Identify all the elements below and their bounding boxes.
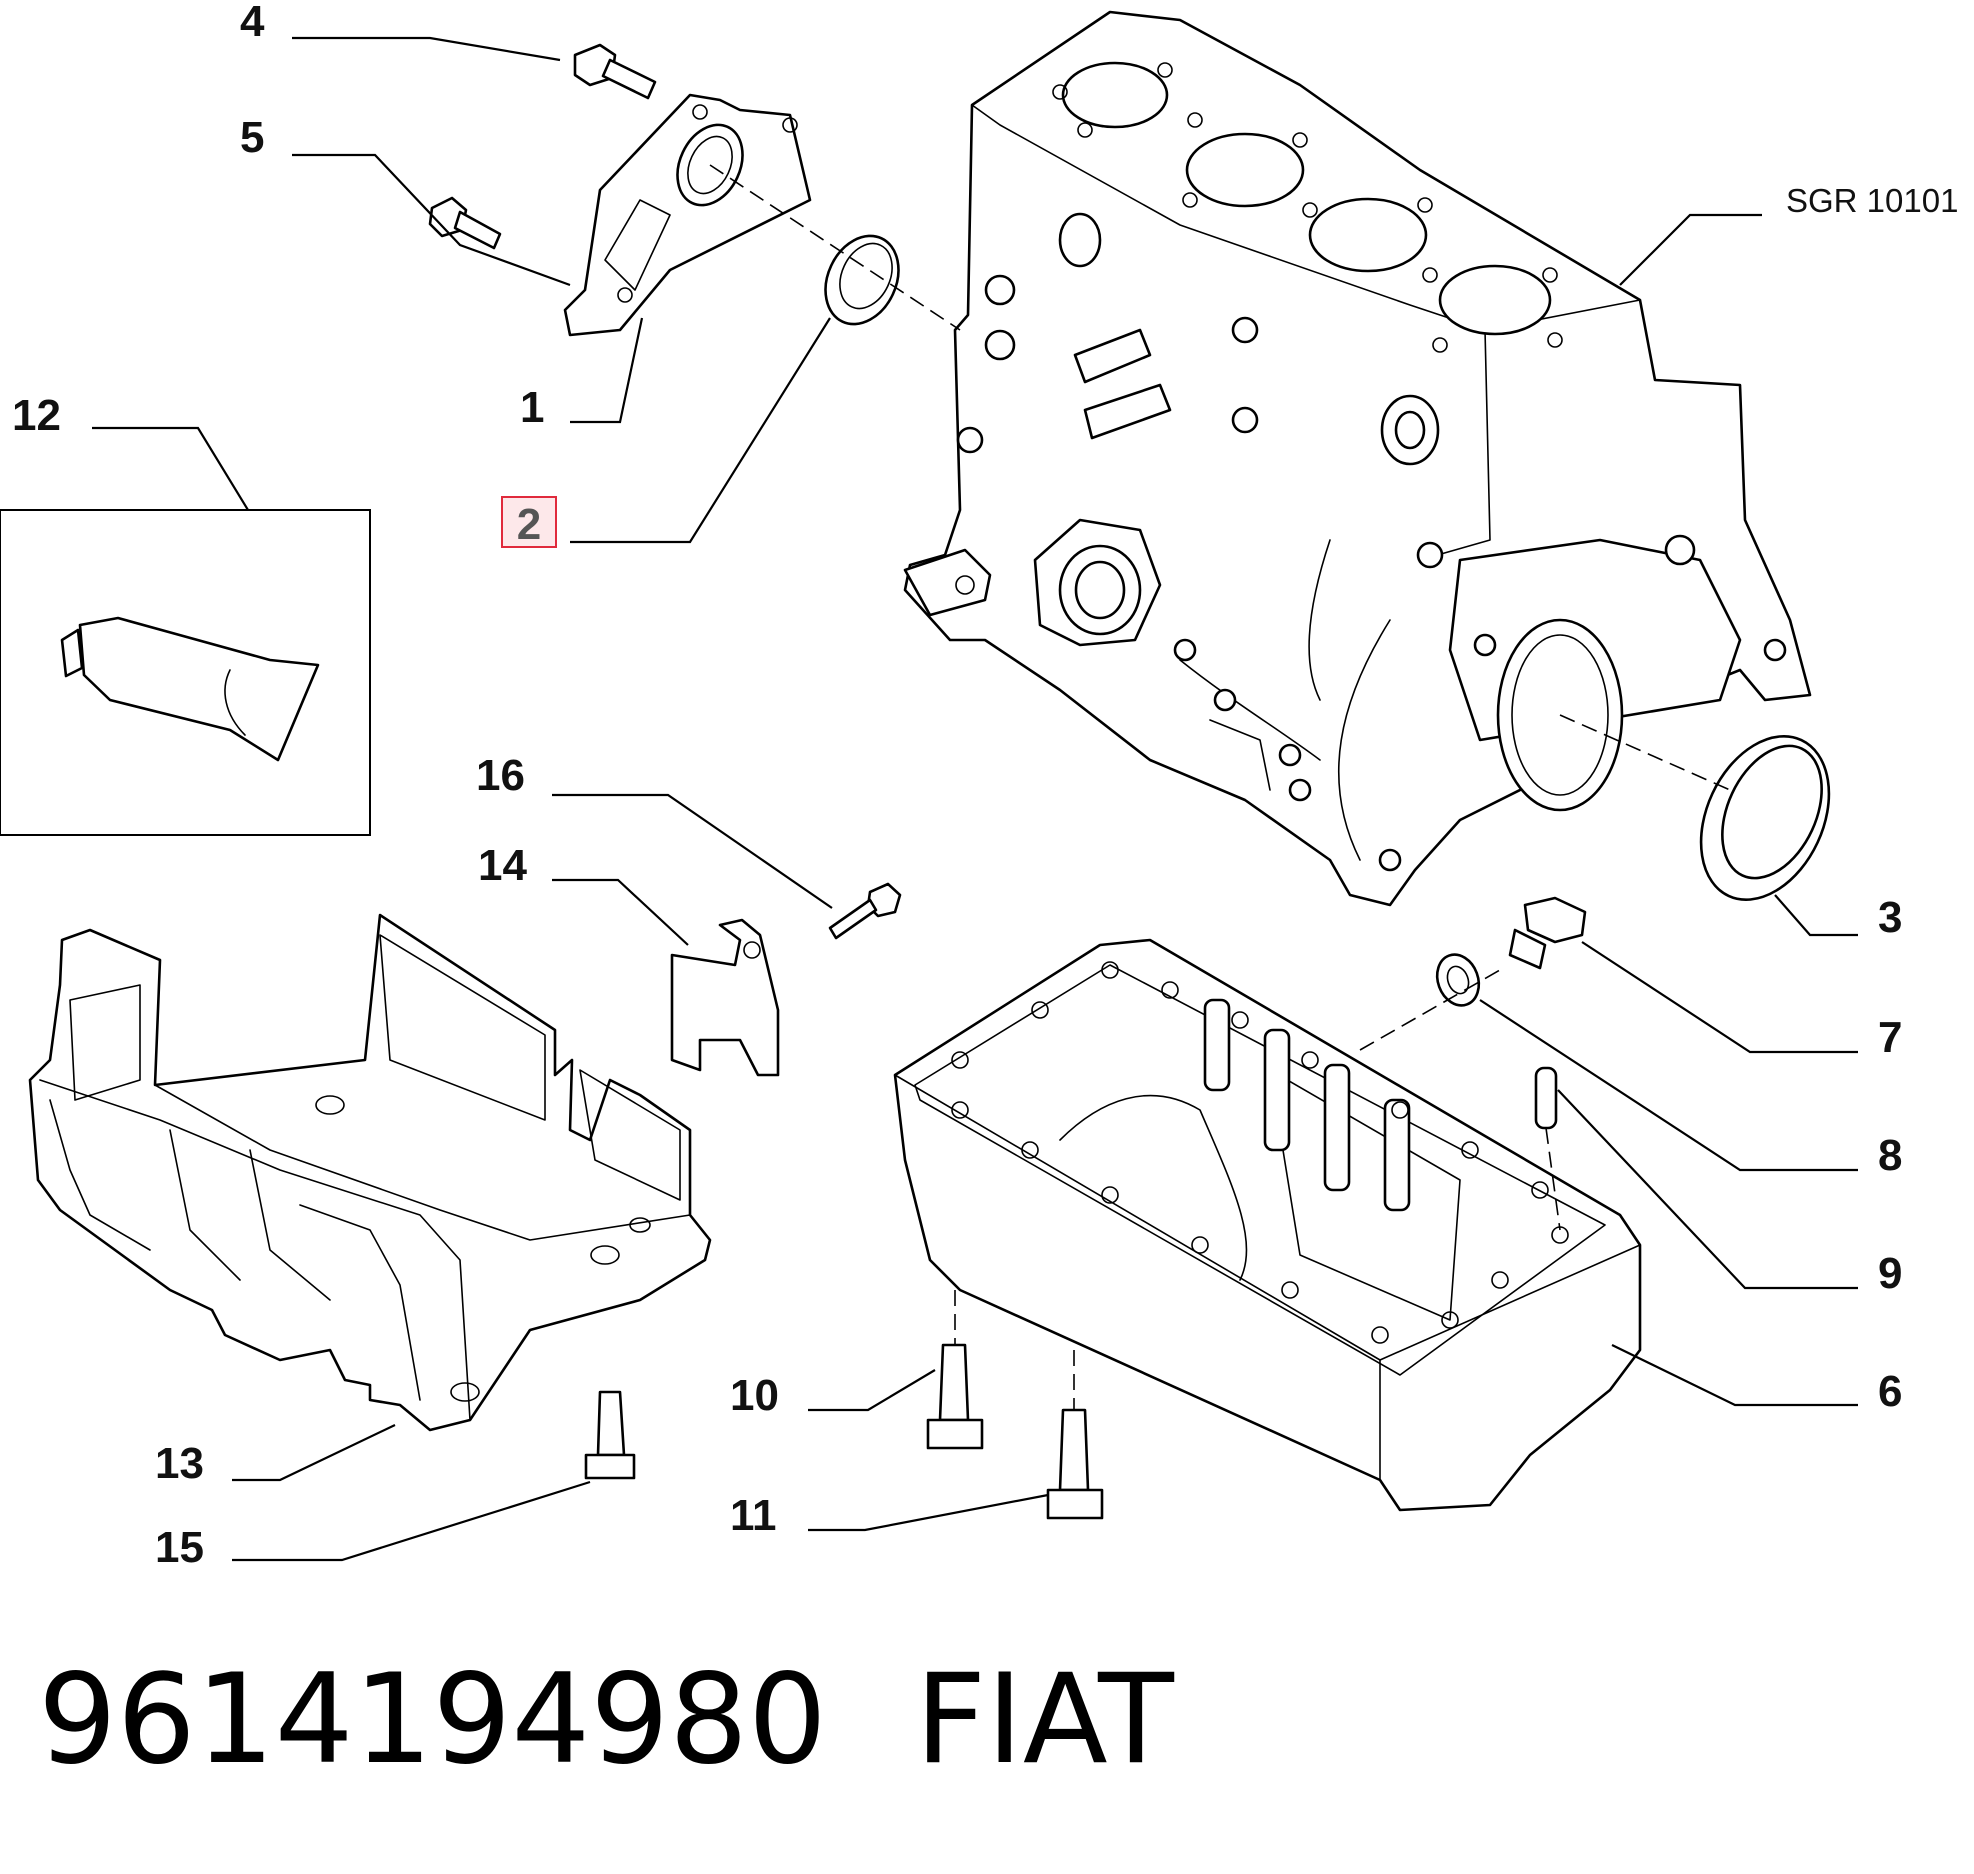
front-seal-ring-part-2 (824, 234, 900, 326)
bolt-part-11 (1046, 1408, 1104, 1520)
leader-15 (232, 1480, 591, 1562)
bolt-part-4 (573, 43, 657, 100)
sealant-tube-part-12 (0, 509, 371, 836)
deck-holes (1052, 62, 1563, 353)
undertray-part-13 (28, 913, 712, 1432)
leader-9 (1557, 1089, 1858, 1290)
leader-12 (92, 426, 249, 511)
callout-5: 5 (240, 113, 264, 162)
oil-pan-part-6 (893, 938, 1642, 1512)
brand-name: FIAT (915, 1648, 1175, 1792)
callout-2: 2 (517, 500, 541, 549)
leader-sgr (1619, 213, 1762, 286)
leader-3 (1774, 894, 1858, 937)
bolt-part-5 (428, 196, 502, 250)
callout-14: 14 (478, 841, 527, 890)
footer: 9614194980 FIAT (38, 1648, 1175, 1792)
callout-7: 7 (1878, 1013, 1902, 1062)
oil-pan-pillars (1203, 998, 1411, 1212)
bolt-part-10 (926, 1343, 984, 1450)
callout-13: 13 (155, 1439, 204, 1488)
leader-2 (570, 317, 831, 544)
callout-16: 16 (476, 751, 525, 800)
rear-seal-ring-part-3 (1699, 734, 1831, 902)
leader-4 (292, 36, 561, 62)
callout-9: 9 (1878, 1249, 1902, 1298)
leader-lines (92, 36, 1858, 1562)
leader-7 (1581, 941, 1858, 1054)
callout-1: 1 (520, 383, 544, 432)
callout-3: 3 (1878, 893, 1902, 942)
washer-part-8 (1435, 953, 1481, 1007)
dowel-pin-part-9 (1534, 1066, 1558, 1130)
bracket-part-14 (670, 918, 780, 1077)
screw-part-16 (828, 882, 902, 940)
callout-6: 6 (1878, 1367, 1902, 1416)
highlight-box-callout-2 (501, 496, 557, 548)
part-number: 9614194980 (38, 1648, 827, 1792)
leader-1 (570, 317, 644, 424)
leader-16 (552, 793, 833, 909)
callout-12: 12 (12, 391, 61, 440)
screw-part-15 (584, 1390, 636, 1480)
reference-label: SGR 10101 (1786, 182, 1958, 219)
callout-15: 15 (155, 1523, 204, 1572)
assembly-axes (709, 164, 1731, 1410)
leader-13 (232, 1424, 396, 1482)
front-cover-part-1 (563, 93, 812, 337)
callout-11: 11 (730, 1491, 777, 1540)
leader-8 (1479, 999, 1858, 1172)
drain-plug-part-7 (1508, 896, 1587, 970)
callout-10: 10 (730, 1371, 779, 1420)
leader-14 (552, 878, 689, 946)
callout-numbers: 4 5 1 2 12 16 14 13 15 10 11 3 7 8 9 6 S… (12, 0, 1958, 1572)
callout-8: 8 (1878, 1131, 1902, 1180)
callout-4: 4 (240, 0, 265, 46)
leader-5 (292, 153, 571, 287)
leader-10 (808, 1369, 936, 1412)
leader-11 (808, 1493, 1049, 1532)
leader-6 (1611, 1344, 1858, 1407)
engine-block (903, 10, 1812, 907)
